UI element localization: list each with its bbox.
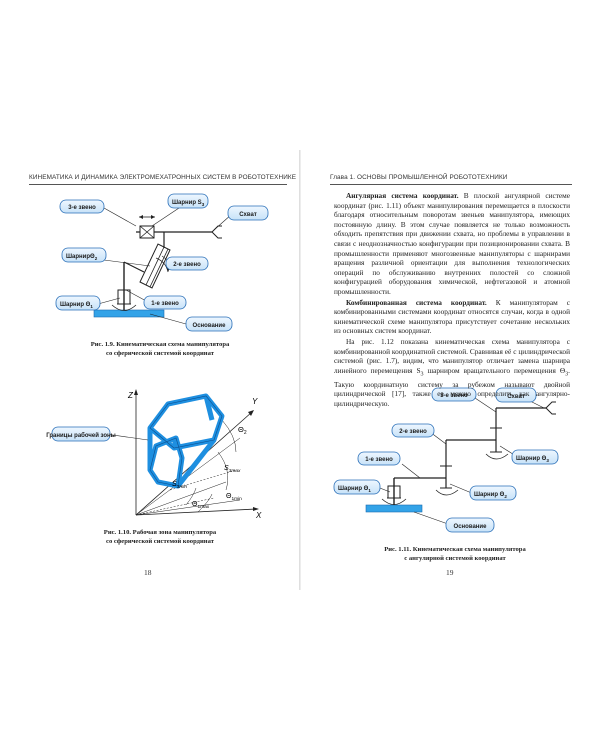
bubble-joint-theta1: Шарнир Θ1 bbox=[55, 295, 101, 311]
bubble-joint-theta2: ШарнирΘ2 bbox=[61, 247, 107, 263]
svg-text:Схват: Схват bbox=[239, 212, 257, 218]
bubble-link2-right: 2-е звено bbox=[391, 423, 435, 438]
right-running-head: Глава 1. ОСНОВЫ ПРОМЫШЛЕННОЙ РОБОТОТЕХНИ… bbox=[330, 174, 508, 181]
book-spine bbox=[299, 150, 301, 590]
svg-text:Шарнир Θ3: Шарнир Θ3 bbox=[516, 456, 549, 463]
svg-text:Шарнир Θ2: Шарнир Θ2 bbox=[474, 492, 507, 499]
s3max-label: S3max bbox=[224, 465, 241, 474]
figure-1-9-caption: Рис. 1.9. Кинематическая схема манипулят… bbox=[90, 341, 230, 357]
left-running-head: КИНЕМАТИКА И ДИНАМИКА ЭЛЕКТРОМЕХАТРОННЫХ… bbox=[29, 174, 297, 181]
rotation-arrow-icon bbox=[111, 304, 137, 311]
bubble-joint-theta1-right: Шарнир Θ1 bbox=[333, 479, 381, 495]
svg-text:Основание: Основание bbox=[454, 524, 488, 530]
figure-1-10-caption: Рис. 1.10. Рабочая зона манипулятора со … bbox=[103, 529, 217, 545]
bubble-link3-right: 3-е звено bbox=[431, 387, 477, 402]
bubble-gripper: Схват bbox=[227, 205, 269, 221]
bubble-link1: 1-е звено bbox=[143, 295, 187, 310]
bubble-base-right: Основание bbox=[445, 517, 495, 533]
svg-text:3-е звено: 3-е звено bbox=[440, 393, 468, 399]
bubble-link3: 3-е звено bbox=[59, 199, 105, 214]
bubble-joint-s3: Шарнир S3 bbox=[167, 193, 209, 209]
base-plate-right bbox=[365, 504, 423, 513]
gripper-icon-right bbox=[545, 401, 556, 415]
svg-text:1-е звено: 1-е звено bbox=[365, 457, 393, 463]
axis-x-label: X bbox=[255, 511, 262, 520]
svg-text:2-е звено: 2-е звено bbox=[173, 262, 201, 268]
svg-text:Шарнир Θ1: Шарнир Θ1 bbox=[338, 486, 371, 493]
figure-1-10-diagram: Границы рабочей зоны Z Y X Θ2 S3max S3mi… bbox=[46, 389, 262, 520]
paragraph-fig112: На рис. 1.12 показана кинематическая схе… bbox=[334, 336, 570, 408]
svg-text:Шарнир Θ1: Шарнир Θ1 bbox=[60, 302, 93, 309]
s3min-label: S3min bbox=[172, 481, 187, 490]
bubble-joint-theta2-right: Шарнир Θ2 bbox=[469, 485, 517, 501]
theta1min-label: Θ1min bbox=[226, 493, 242, 502]
right-header-rule bbox=[330, 184, 572, 185]
bubble-link2: 2-е звено bbox=[165, 256, 209, 271]
bubble-zone-boundary: Границы рабочей зоны bbox=[46, 426, 116, 442]
figure-1-11-caption: Рис. 1.11. Кинематическая схема манипуля… bbox=[384, 546, 526, 562]
svg-text:2-е звено: 2-е звено bbox=[399, 429, 427, 435]
svg-text:Основание: Основание bbox=[193, 323, 227, 329]
left-header-rule bbox=[29, 184, 287, 185]
axis-x-line bbox=[135, 508, 257, 516]
base-plate bbox=[93, 309, 165, 318]
theta1max-label: Θ1max bbox=[192, 501, 210, 510]
svg-text:Схват: Схват bbox=[507, 394, 525, 400]
work-zone-shape bbox=[147, 393, 225, 489]
right-page bbox=[300, 150, 600, 590]
paragraph-combined: Комбинированная система координат. К ман… bbox=[334, 297, 571, 336]
bubble-base: Основание bbox=[185, 316, 233, 332]
axis-y-label: Y bbox=[252, 397, 258, 406]
right-page-number: 19 bbox=[446, 568, 454, 577]
bubble-gripper-right: Схват bbox=[495, 387, 537, 403]
left-page-number: 18 bbox=[144, 568, 152, 577]
figure-1-11-diagram: 3-е звено Схват 2-е звено Шарнир Θ3 1-е … bbox=[333, 387, 559, 533]
paragraph-angular: Ангулярная система координат. В плоской … bbox=[334, 191, 570, 296]
bubble-joint-theta3: Шарнир Θ3 bbox=[511, 449, 559, 465]
bubble-link1-right: 1-е звено bbox=[357, 451, 401, 466]
svg-text:Границы рабочей зоны: Границы рабочей зоны bbox=[46, 432, 116, 439]
svg-text:Шарнир S3: Шарнир S3 bbox=[172, 200, 205, 207]
right-body-text: Ангулярная система координат. В плоской … bbox=[334, 191, 570, 409]
svg-text:ШарнирΘ2: ШарнирΘ2 bbox=[66, 254, 98, 261]
theta2-label: Θ2 bbox=[238, 425, 247, 436]
svg-text:3-е звено: 3-е звено bbox=[68, 205, 96, 211]
svg-text:1-е звено: 1-е звено bbox=[151, 301, 179, 307]
axis-z-label: Z bbox=[127, 391, 134, 400]
left-page bbox=[0, 150, 300, 590]
gripper-icon bbox=[211, 225, 222, 239]
